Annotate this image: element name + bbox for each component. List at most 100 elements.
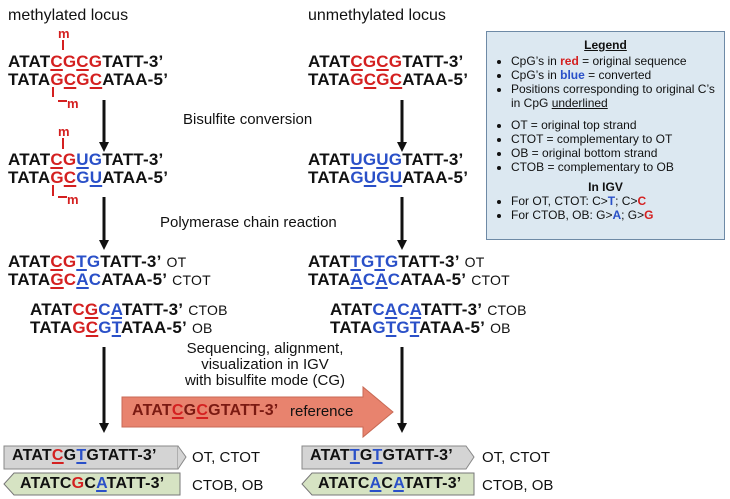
sequence-segment: T	[409, 318, 420, 337]
methyl-bond	[62, 138, 64, 149]
sequence-segment: G	[350, 168, 364, 187]
right-read-ob: ATATCACATATT-3’	[318, 475, 461, 493]
sequence-segment: ATAT	[8, 252, 51, 271]
sequence-segment: C	[389, 70, 403, 89]
legend-igv-list: For OT, CTOT: C>T; C>C For CTOB, OB: G>A…	[495, 194, 716, 222]
sequence-segment: ATAA-5’	[121, 318, 187, 337]
sequence-segment: U	[389, 168, 403, 187]
sequence-segment: ATAA-5’	[101, 270, 168, 289]
sequence-segment: A	[409, 300, 422, 319]
methyl-bond	[58, 196, 67, 198]
sequence-segment: TATT-3’	[220, 402, 279, 419]
sequence-segment: G	[50, 168, 64, 187]
sequence-segment: TATT-3’	[403, 475, 462, 492]
legend-box: Legend CpG’s in red = original sequence …	[486, 31, 725, 240]
right-read-ot: ATATTGTGTATT-3’	[310, 447, 453, 465]
sequence-segment: G	[382, 447, 396, 464]
sequence-segment: G	[376, 70, 390, 89]
sequence-segment: ATAA-5’	[102, 70, 169, 89]
right-original-top-strand: ATATCGCGTATT-3’	[308, 52, 463, 72]
sequence-segment: TATA	[308, 70, 351, 89]
sequence-segment: ATAT	[8, 52, 51, 71]
sequence-segment: G	[86, 252, 101, 271]
sequence-segment: G	[62, 52, 77, 71]
sequence-segment: ATAT	[132, 402, 172, 419]
sequence-segment: G	[388, 150, 403, 169]
sequence-segment: C	[372, 300, 385, 319]
legend-title: Legend	[584, 38, 627, 52]
legend-item: OB = original bottom strand	[511, 146, 716, 160]
sequence-segment: G	[88, 150, 103, 169]
sequence-segment: C	[63, 70, 77, 89]
left-original-bottom-strand: TATAGCGCATAA-5’	[8, 70, 168, 90]
sequence-segment: A	[96, 475, 107, 492]
sequence-segment: G	[62, 150, 77, 169]
right-pcr-ot: ATATTGTGTATT-3’OT	[308, 252, 485, 271]
sequence-segment: A	[76, 270, 89, 289]
sequence-segment: C	[85, 318, 99, 337]
sequence-segment: G	[183, 402, 197, 419]
sequence-segment: T	[111, 318, 122, 337]
sequence-segment: U	[376, 150, 389, 169]
legend-item: CpG’s in blue = converted	[511, 68, 716, 82]
sequence-segment: C	[98, 300, 111, 319]
sequence-segment: G	[84, 300, 99, 319]
sequence-segment: C	[51, 447, 64, 464]
right-pcr-ctob: ATATCACATATT-3’CTOB	[330, 300, 527, 319]
sequence-segment: A	[393, 475, 404, 492]
sequence-segment: TATT-3’	[100, 252, 162, 271]
methyl-bond	[52, 185, 54, 196]
legend-item: CTOB = complementary to OB	[511, 160, 716, 174]
sequence-segment: ATATC	[318, 475, 370, 492]
sequence-segment: C	[84, 475, 97, 492]
sequence-segment: C	[196, 402, 209, 419]
down-arrow	[99, 100, 407, 433]
sequence-segment: TATA	[30, 318, 73, 337]
left-read-ob-label: CTOB, OB	[192, 477, 264, 494]
sequence-segment: U	[76, 150, 89, 169]
sequence-segment: G	[376, 168, 390, 187]
sequence-segment: C	[350, 52, 363, 71]
sequence-segment: C	[76, 52, 89, 71]
sequence-segment: A	[350, 270, 363, 289]
sequence-segment: G	[72, 318, 86, 337]
left-read-ob: ATATCGCATATT-3’	[20, 475, 164, 493]
step-bisulfite-conversion: Bisulfite conversion	[183, 111, 313, 128]
read-shape-right-ob	[301, 472, 475, 496]
sequence-segment: TATT-3’	[421, 300, 483, 319]
sequence-segment: G	[62, 252, 77, 271]
methyl-bond	[58, 100, 67, 102]
sequence-segment: C	[72, 300, 85, 319]
left-bisulfite-bottom-strand: TATAGCGUATAA-5’	[8, 168, 168, 188]
sequence-segment: TATT-3’	[98, 447, 157, 464]
methylated-locus-header: methylated locus	[8, 7, 129, 24]
sequence-segment: C	[363, 70, 377, 89]
sequence-segment: G	[76, 168, 90, 187]
sequence-segment: ATAT	[308, 252, 351, 271]
legend-item: CTOT = complementary to OT	[511, 132, 716, 146]
sequence-segment: TATA	[308, 168, 351, 187]
sequence-segment: C	[376, 52, 389, 71]
sequence-segment: G	[208, 402, 221, 419]
methyl-mark-top-bisulfite: m	[58, 124, 70, 139]
sequence-segment: TATT-3’	[102, 52, 164, 71]
step-sequencing-line: Sequencing, alignment,	[186, 340, 344, 357]
sequence-segment: C	[387, 270, 401, 289]
unmethylated-locus-header: unmethylated locus	[308, 7, 446, 24]
sequence-segment: A	[384, 300, 398, 319]
sequence-segment: G	[50, 70, 64, 89]
sequence-segment: A	[110, 300, 122, 319]
legend-item: For OT, CTOT: C>T; C>C	[511, 194, 716, 208]
sequence-segment: G	[388, 52, 403, 71]
left-pcr-ot: ATATCGTGTATT-3’OT	[8, 252, 187, 271]
sequence-segment: C	[381, 475, 394, 492]
sequence-segment: C	[397, 300, 410, 319]
methyl-mark-top-original: m	[58, 26, 70, 41]
sequence-segment: ATAT	[8, 150, 51, 169]
sequence-segment: U	[89, 168, 103, 187]
sequence-segment: G	[372, 318, 386, 337]
sequence-segment: C	[362, 270, 376, 289]
sequence-segment: A	[375, 270, 388, 289]
sequence-segment: TATT-3’	[102, 150, 164, 169]
sequence-segment: C	[63, 270, 77, 289]
